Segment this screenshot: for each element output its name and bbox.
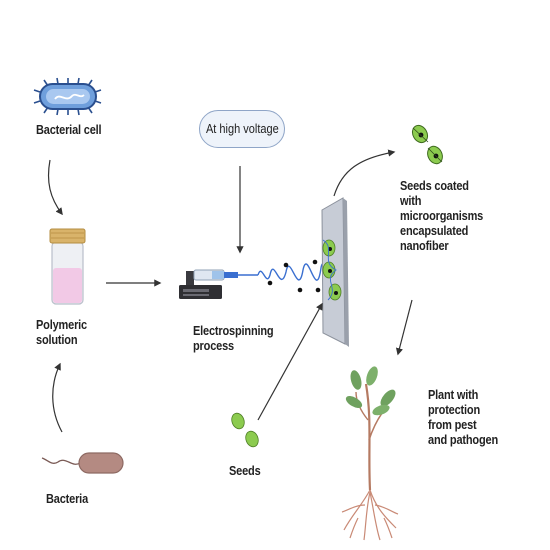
flow-arrows <box>47 149 413 433</box>
bacterial-cell-icon <box>33 77 102 116</box>
bacterial-cell-label: Bacterial cell <box>36 123 102 137</box>
seeds-label: Seeds <box>229 464 261 478</box>
collected-seeds-icon <box>322 239 342 301</box>
solution-jar-icon <box>49 228 86 305</box>
bacteria-label: Bacteria <box>46 492 89 506</box>
arrow-coated-to-plant <box>395 299 413 356</box>
electrospinning-device-icon <box>179 269 258 299</box>
coated-seeds-label: Seeds coated with microorganisms encapsu… <box>400 179 484 253</box>
arrow-cell-to-solution <box>47 159 63 216</box>
coated-seeds-icon <box>411 124 443 165</box>
polymeric-solution-label: Polymeric solution <box>36 318 88 347</box>
high-voltage-label-box: At high voltage <box>199 110 285 148</box>
nanofiber-jet <box>257 259 331 293</box>
arrow-bacteria-to-solution <box>52 362 63 433</box>
electrospinning-label: Electrospinning process <box>193 324 274 353</box>
bacteria-icon <box>41 452 124 474</box>
seeds-icon <box>231 412 259 448</box>
plant-icon <box>341 366 399 541</box>
high-voltage-label: At high voltage <box>205 122 279 136</box>
arrow-seeds-to-collector <box>257 302 323 421</box>
arrow-collector-to-coated <box>333 149 396 197</box>
plant-protection-label: Plant with protection from pest and path… <box>428 388 499 447</box>
